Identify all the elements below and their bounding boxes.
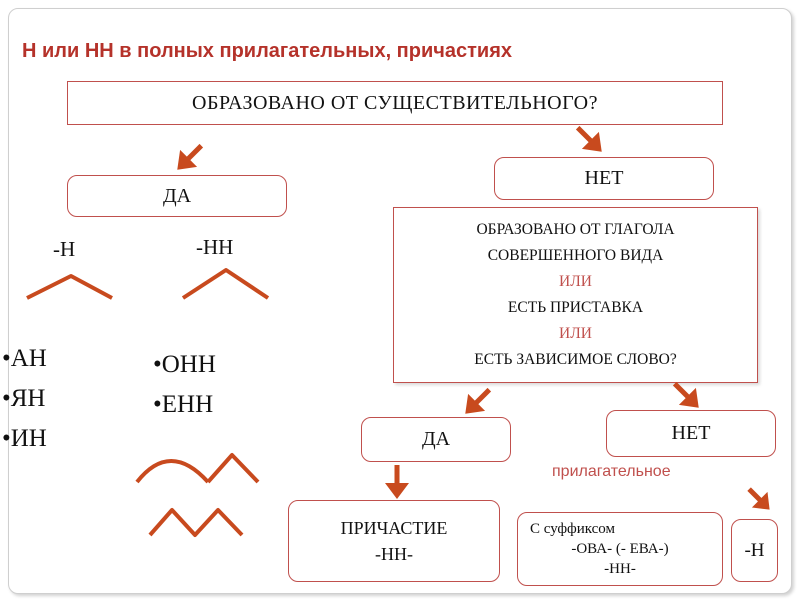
conditions-yes-label: ДА [421, 428, 451, 450]
arrow-icon [465, 387, 492, 414]
list-item: •ИН [2, 425, 47, 452]
answer-no-label: НЕТ [584, 167, 624, 189]
question-text: ОБРАЗОВАНО ОТ СУЩЕСТВИТЕЛЬНОГО? [192, 91, 598, 114]
adjective-label: прилагательное [552, 463, 671, 480]
condition-line: ЕСТЬ ПРИСТАВКА [507, 299, 644, 316]
suffix-rule-line: С суффиксом [530, 521, 615, 537]
condition-line: ЕСТЬ ЗАВИСИМОЕ СЛОВО? [474, 351, 677, 368]
suffix-rule-line: -ОВА- (- ЕВА-) [571, 541, 669, 557]
nn-suffix-list: •ОНН •ЕНН [153, 345, 216, 425]
arrow-icon [747, 487, 770, 510]
answer-yes-label: ДА [162, 184, 192, 207]
list-item: •АН [2, 345, 47, 372]
suffix-rule-line: -НН- [604, 561, 636, 577]
arrow-icon [672, 381, 699, 408]
page-title: Н или НН в полных прилагательных, причас… [22, 40, 513, 62]
condition-line: ОБРАЗОВАНО ОТ ГЛАГОЛА [476, 221, 675, 238]
answer-no-box: НЕТ [494, 157, 714, 200]
suffix-mark-nn-small [206, 453, 260, 484]
arrow-icon [575, 125, 602, 152]
condition-or: ИЛИ [559, 273, 592, 290]
single-n-box: -Н [731, 519, 778, 582]
arrow-icon [385, 465, 409, 499]
participle-box: ПРИЧАСТИЕ -НН- [288, 500, 500, 582]
suffix-zigzag [148, 508, 244, 537]
condition-or: ИЛИ [559, 325, 592, 342]
conditions-box: ОБРАЗОВАНО ОТ ГЛАГОЛА СОВЕРШЕННОГО ВИДА … [393, 207, 758, 383]
answer-yes-box: ДА [67, 175, 287, 217]
participle-suffix: -НН- [375, 544, 413, 564]
arrow-icon [177, 143, 204, 170]
root-mark [135, 459, 210, 484]
list-item: •ЯН [2, 385, 46, 412]
conditions-yes-box: ДА [361, 417, 511, 462]
n-suffix-list: •АН •ЯН •ИН [2, 339, 47, 459]
suffix-mark-nn [181, 268, 270, 300]
condition-line: СОВЕРШЕННОГО ВИДА [487, 247, 664, 264]
list-item: •ЕНН [153, 391, 214, 418]
suffix-n-label: -Н [53, 237, 76, 261]
suffix-rule-box: С суффиксом -ОВА- (- ЕВА-) -НН- [517, 512, 723, 586]
question-box: ОБРАЗОВАНО ОТ СУЩЕСТВИТЕЛЬНОГО? [67, 81, 723, 125]
list-item: •ОНН [153, 351, 216, 378]
single-n-label: -Н [744, 539, 765, 561]
suffix-nn-label: -НН [196, 235, 234, 259]
conditions-no-label: НЕТ [671, 422, 711, 444]
participle-label: ПРИЧАСТИЕ [340, 518, 448, 538]
conditions-no-box: НЕТ [606, 410, 776, 457]
suffix-mark-n [26, 274, 113, 300]
